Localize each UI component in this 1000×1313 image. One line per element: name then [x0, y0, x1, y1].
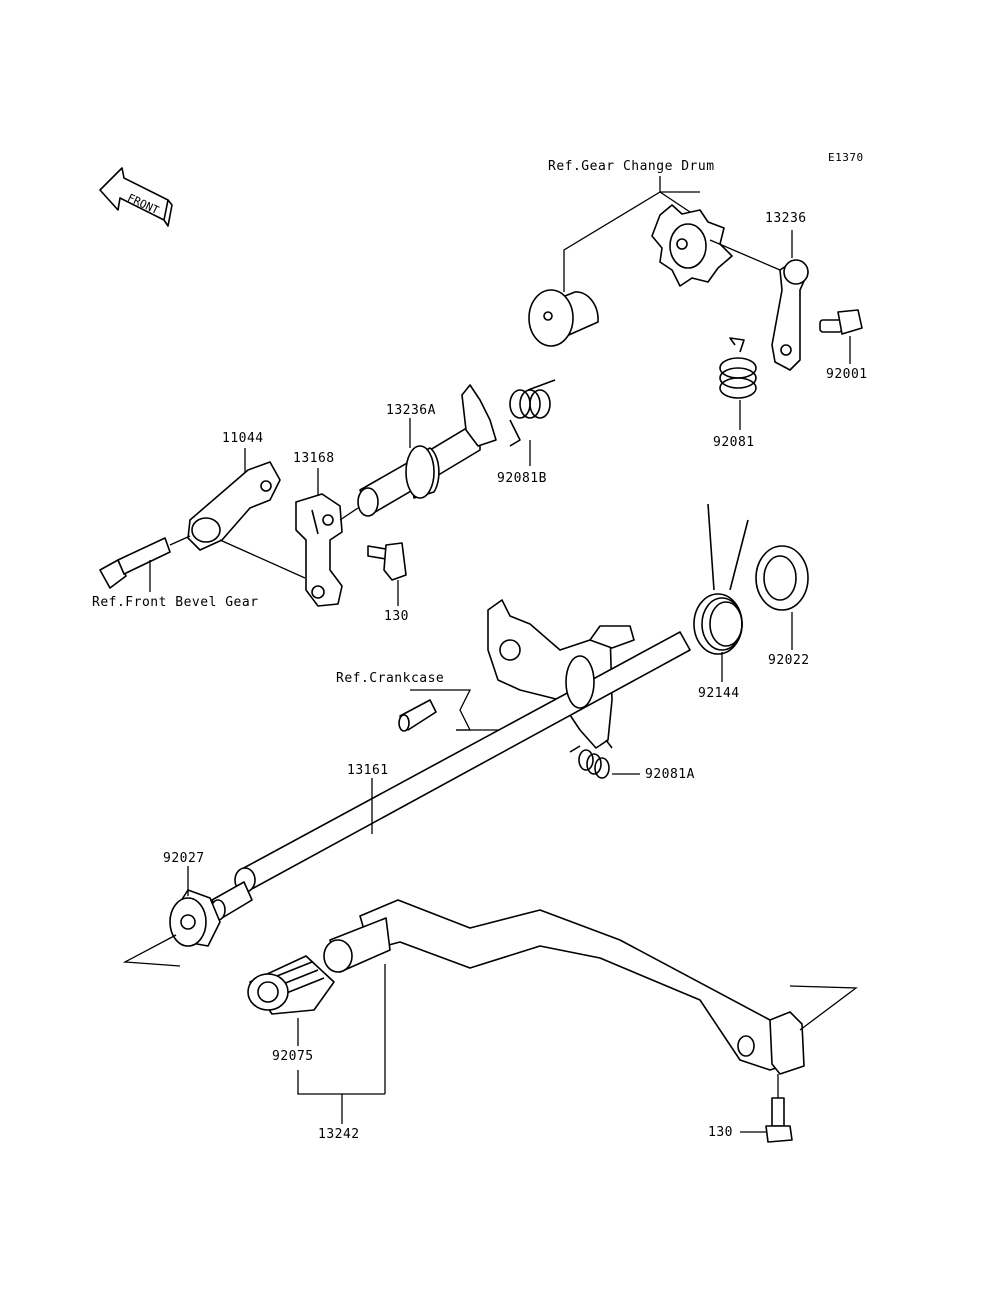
label-11044: 11044 — [222, 431, 264, 446]
drum-cam — [651, 204, 733, 287]
label-92022: 92022 — [768, 653, 810, 668]
label-13236: 13236 — [765, 211, 807, 226]
part-92081B-spring — [509, 379, 556, 466]
part-130-upper-bolt — [367, 542, 407, 606]
ref-gear-change-drum: Ref.Gear Change Drum — [548, 159, 715, 174]
label-13168: 13168 — [293, 451, 335, 466]
label-92081A: 92081A — [645, 767, 695, 782]
part-92081-spring — [719, 337, 757, 430]
part-92075-rubber — [247, 955, 335, 1046]
label-13242: 13242 — [318, 1127, 360, 1142]
gear-change-drum-ref-lines — [563, 176, 700, 292]
part-92144-spring — [693, 503, 749, 682]
label-92144: 92144 — [698, 686, 740, 701]
part-13242-pedal — [323, 899, 858, 1075]
diagram-code: E1370 — [828, 151, 864, 164]
part-92027-washer — [122, 866, 221, 967]
label-92075: 92075 — [272, 1049, 314, 1064]
ref-front-bevel-gear: Ref.Front Bevel Gear — [92, 595, 259, 610]
part-13236A-shaft — [357, 384, 497, 517]
drum-disc — [528, 289, 599, 347]
label-92001: 92001 — [826, 367, 868, 382]
front-bevel-gear-bolt — [99, 535, 191, 592]
part-13168-lever — [295, 468, 359, 607]
part-130-lower-bolt — [740, 1074, 793, 1143]
bracket-13242 — [297, 964, 386, 1124]
crankcase-ref — [398, 689, 520, 732]
part-92001-bolt — [819, 309, 863, 364]
part-92022-washer — [755, 545, 809, 650]
part-92081A-spring — [569, 739, 640, 779]
ref-crankcase: Ref.Crankcase — [336, 671, 445, 686]
label-130-upper: 130 — [384, 609, 409, 624]
part-13161-shaft — [210, 599, 691, 921]
label-92027: 92027 — [163, 851, 205, 866]
label-13161: 13161 — [347, 763, 389, 778]
label-92081: 92081 — [713, 435, 755, 450]
part-13236-lever — [709, 230, 809, 371]
label-92081B: 92081B — [497, 471, 547, 486]
label-130-lower: 130 — [708, 1125, 733, 1140]
label-13236A: 13236A — [386, 403, 436, 418]
part-11044-plate — [187, 448, 306, 579]
front-arrow-icon: FRONT — [99, 167, 173, 227]
